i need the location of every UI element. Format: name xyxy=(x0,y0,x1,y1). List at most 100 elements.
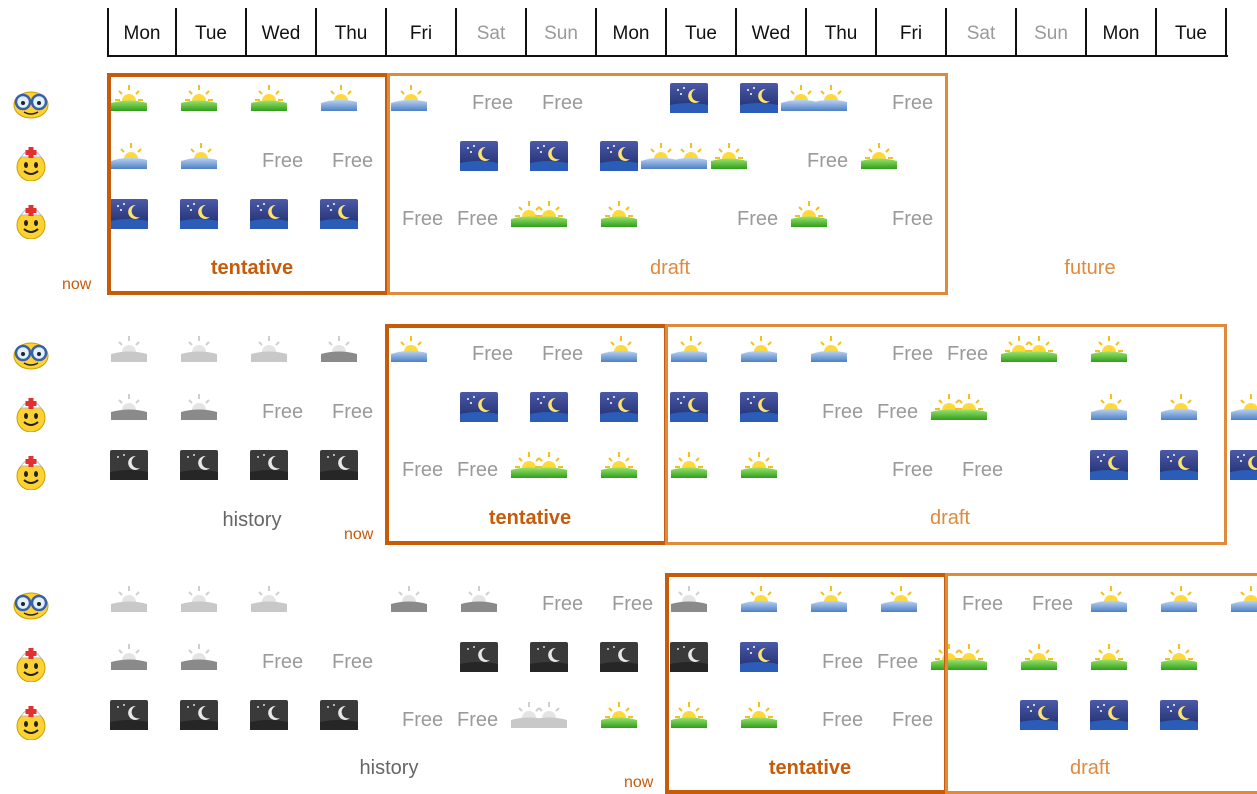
day-header-thu: Thu xyxy=(317,8,387,55)
day-icon xyxy=(669,698,709,732)
day-icon xyxy=(599,197,639,231)
free-slot: Free xyxy=(472,92,514,114)
day-header-wed: Wed xyxy=(737,8,807,55)
late-icon xyxy=(319,81,359,115)
late-icon xyxy=(179,139,219,173)
gray-night-icon xyxy=(179,448,219,482)
late-icon xyxy=(389,332,429,366)
day-header-tue: Tue xyxy=(667,8,737,55)
late-icon xyxy=(809,582,849,616)
late-icon xyxy=(1229,390,1257,424)
night-icon xyxy=(529,390,569,424)
late-icon xyxy=(599,332,639,366)
day-icon xyxy=(179,81,219,115)
day-icon xyxy=(669,448,709,482)
doctor-glasses-avatar xyxy=(12,336,50,374)
tentative-label: tentative xyxy=(768,757,852,779)
nurse-avatar xyxy=(12,452,50,491)
header-rule xyxy=(107,55,1228,57)
gray-night-icon xyxy=(249,448,289,482)
free-slot: Free xyxy=(402,709,444,731)
day-header-sun: Sun xyxy=(1017,8,1087,55)
late-icon xyxy=(669,332,709,366)
day-header-sat: Sat xyxy=(947,8,1017,55)
day-icon xyxy=(709,139,749,173)
day-header-fri: Fri xyxy=(387,8,457,55)
late-icon xyxy=(1159,582,1199,616)
day-icon xyxy=(859,139,899,173)
night-icon xyxy=(459,390,499,424)
night-icon xyxy=(459,139,499,173)
free-slot: Free xyxy=(892,709,934,731)
nurse-avatar xyxy=(12,143,50,182)
gray-night-icon xyxy=(599,640,639,674)
day-header-mon: Mon xyxy=(107,8,177,55)
gray-icon xyxy=(109,582,149,616)
day-icon xyxy=(1089,640,1129,674)
day-icon xyxy=(599,448,639,482)
gray-night-icon xyxy=(319,448,359,482)
free-slot: Free xyxy=(472,343,514,365)
free-slot: Free xyxy=(612,593,654,615)
gray-night-icon xyxy=(459,640,499,674)
free-slot: Free xyxy=(962,593,1004,615)
draft-label: draft xyxy=(1069,757,1111,779)
free-slot: Free xyxy=(332,401,374,423)
future-label: future xyxy=(1064,257,1116,279)
late-icon xyxy=(1089,390,1129,424)
gray-icon xyxy=(529,698,569,732)
day-icon xyxy=(1019,332,1059,366)
day-header-wed: Wed xyxy=(247,8,317,55)
night-icon xyxy=(1159,698,1199,732)
day-icon xyxy=(599,698,639,732)
day-icon xyxy=(949,640,989,674)
day-icon xyxy=(739,698,779,732)
now-label: now xyxy=(344,526,374,543)
now-label: now xyxy=(62,276,92,293)
night-icon xyxy=(1089,448,1129,482)
gray-icon xyxy=(179,582,219,616)
day-icon xyxy=(789,197,829,231)
free-slot: Free xyxy=(542,593,584,615)
day-header-mon: Mon xyxy=(597,8,667,55)
day-header-mon: Mon xyxy=(1087,8,1157,55)
day-icon xyxy=(1159,640,1199,674)
late-icon xyxy=(389,81,429,115)
night-icon xyxy=(179,197,219,231)
free-slot: Free xyxy=(962,459,1004,481)
night-icon xyxy=(1019,698,1059,732)
night-icon xyxy=(739,81,779,115)
free-slot: Free xyxy=(262,651,304,673)
night-icon xyxy=(739,390,779,424)
free-slot: Free xyxy=(542,343,584,365)
tentative-label: tentative xyxy=(488,507,572,529)
gray-night-icon xyxy=(529,640,569,674)
nurse-avatar xyxy=(12,201,50,240)
night-icon xyxy=(599,390,639,424)
gray-night-icon xyxy=(179,698,219,732)
gray-dark-icon xyxy=(179,390,219,424)
gray-night-icon xyxy=(249,698,289,732)
night-icon xyxy=(319,197,359,231)
gray-dark-icon xyxy=(109,640,149,674)
now-label: now xyxy=(624,774,654,791)
day-icon xyxy=(1089,332,1129,366)
late-icon xyxy=(739,332,779,366)
history-label: history xyxy=(222,509,282,531)
free-slot: Free xyxy=(807,150,849,172)
day-header-tue: Tue xyxy=(177,8,247,55)
late-icon xyxy=(1159,390,1199,424)
gray-dark-icon xyxy=(459,582,499,616)
nurse-avatar xyxy=(12,644,50,683)
gray-night-icon xyxy=(109,448,149,482)
day-icon xyxy=(529,197,569,231)
gray-night-icon xyxy=(669,640,709,674)
free-slot: Free xyxy=(332,150,374,172)
night-icon xyxy=(739,640,779,674)
free-slot: Free xyxy=(457,459,499,481)
free-slot: Free xyxy=(822,651,864,673)
night-icon xyxy=(1159,448,1199,482)
